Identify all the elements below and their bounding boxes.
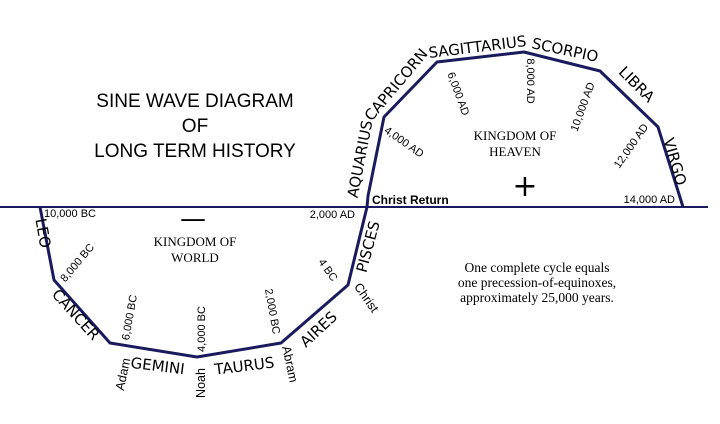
cycle-note-line-1: One complete cycle equals — [464, 260, 609, 275]
sign-gemini: GEMINI — [130, 354, 186, 378]
sign-cancer: CANCER — [48, 285, 103, 343]
date-8000ad: 8,000 AD — [524, 58, 536, 103]
kingdom-heaven-line-1: KINGDOM OF — [474, 128, 557, 143]
minus-symbol: — — [180, 204, 206, 234]
figure-abram: Abram — [279, 345, 300, 384]
sign-taurus: TAURUS — [212, 353, 275, 378]
kingdom-world-line-1: KINGDOM OF — [154, 234, 237, 249]
figure-adam: Adam — [113, 357, 133, 392]
plus-symbol: + — [512, 169, 537, 204]
sign-leo: LEO — [31, 217, 54, 249]
date-4000bc: 4,000 BC — [196, 306, 208, 352]
cycle-note-line-2: one precession-of-equinoxes, — [458, 275, 616, 290]
figure-christ-return: Christ Return — [372, 193, 449, 207]
cycle-note-line-3: approximately 25,000 years. — [460, 290, 614, 305]
sign-aires: AIRES — [296, 308, 341, 351]
kingdom-world-line-2: WORLD — [171, 250, 219, 265]
date-6000bc: 6,000 BC — [120, 294, 140, 341]
sign-virgo: VIRGO — [659, 136, 690, 188]
date-2000ad: 2,000 AD — [310, 209, 355, 221]
date-10000ad: 10,000 AD — [569, 81, 598, 133]
figure-christ: Christ — [351, 280, 381, 315]
kingdom-heaven-line-2: HEAVEN — [489, 144, 541, 159]
title-line-3: LONG TERM HISTORY — [94, 141, 296, 162]
date-10000bc: 10,000 BC — [44, 208, 96, 220]
date-4000ad: 4,000 AD — [382, 125, 426, 161]
sine-wave-line — [38, 50, 685, 359]
date-8000bc: 8,000 BC — [58, 242, 97, 285]
title-line-1: SINE WAVE DIAGRAM — [96, 91, 293, 112]
sign-aquarius: AQUARIUS — [344, 119, 377, 199]
title-line-2: OF — [182, 116, 208, 137]
sign-libra: LIBRA — [615, 63, 659, 107]
date-2000bc: 2,000 BC — [262, 288, 282, 335]
figure-noah: Noah — [194, 368, 208, 398]
sign-capricorn: CAPRICORN — [361, 45, 432, 124]
date-4bc: 4 BC — [316, 257, 340, 284]
date-14000ad: 14,000 AD — [624, 194, 675, 206]
date-6000ad: 6,000 AD — [444, 71, 471, 118]
date-12000ad: 12,000 AD — [612, 122, 651, 171]
